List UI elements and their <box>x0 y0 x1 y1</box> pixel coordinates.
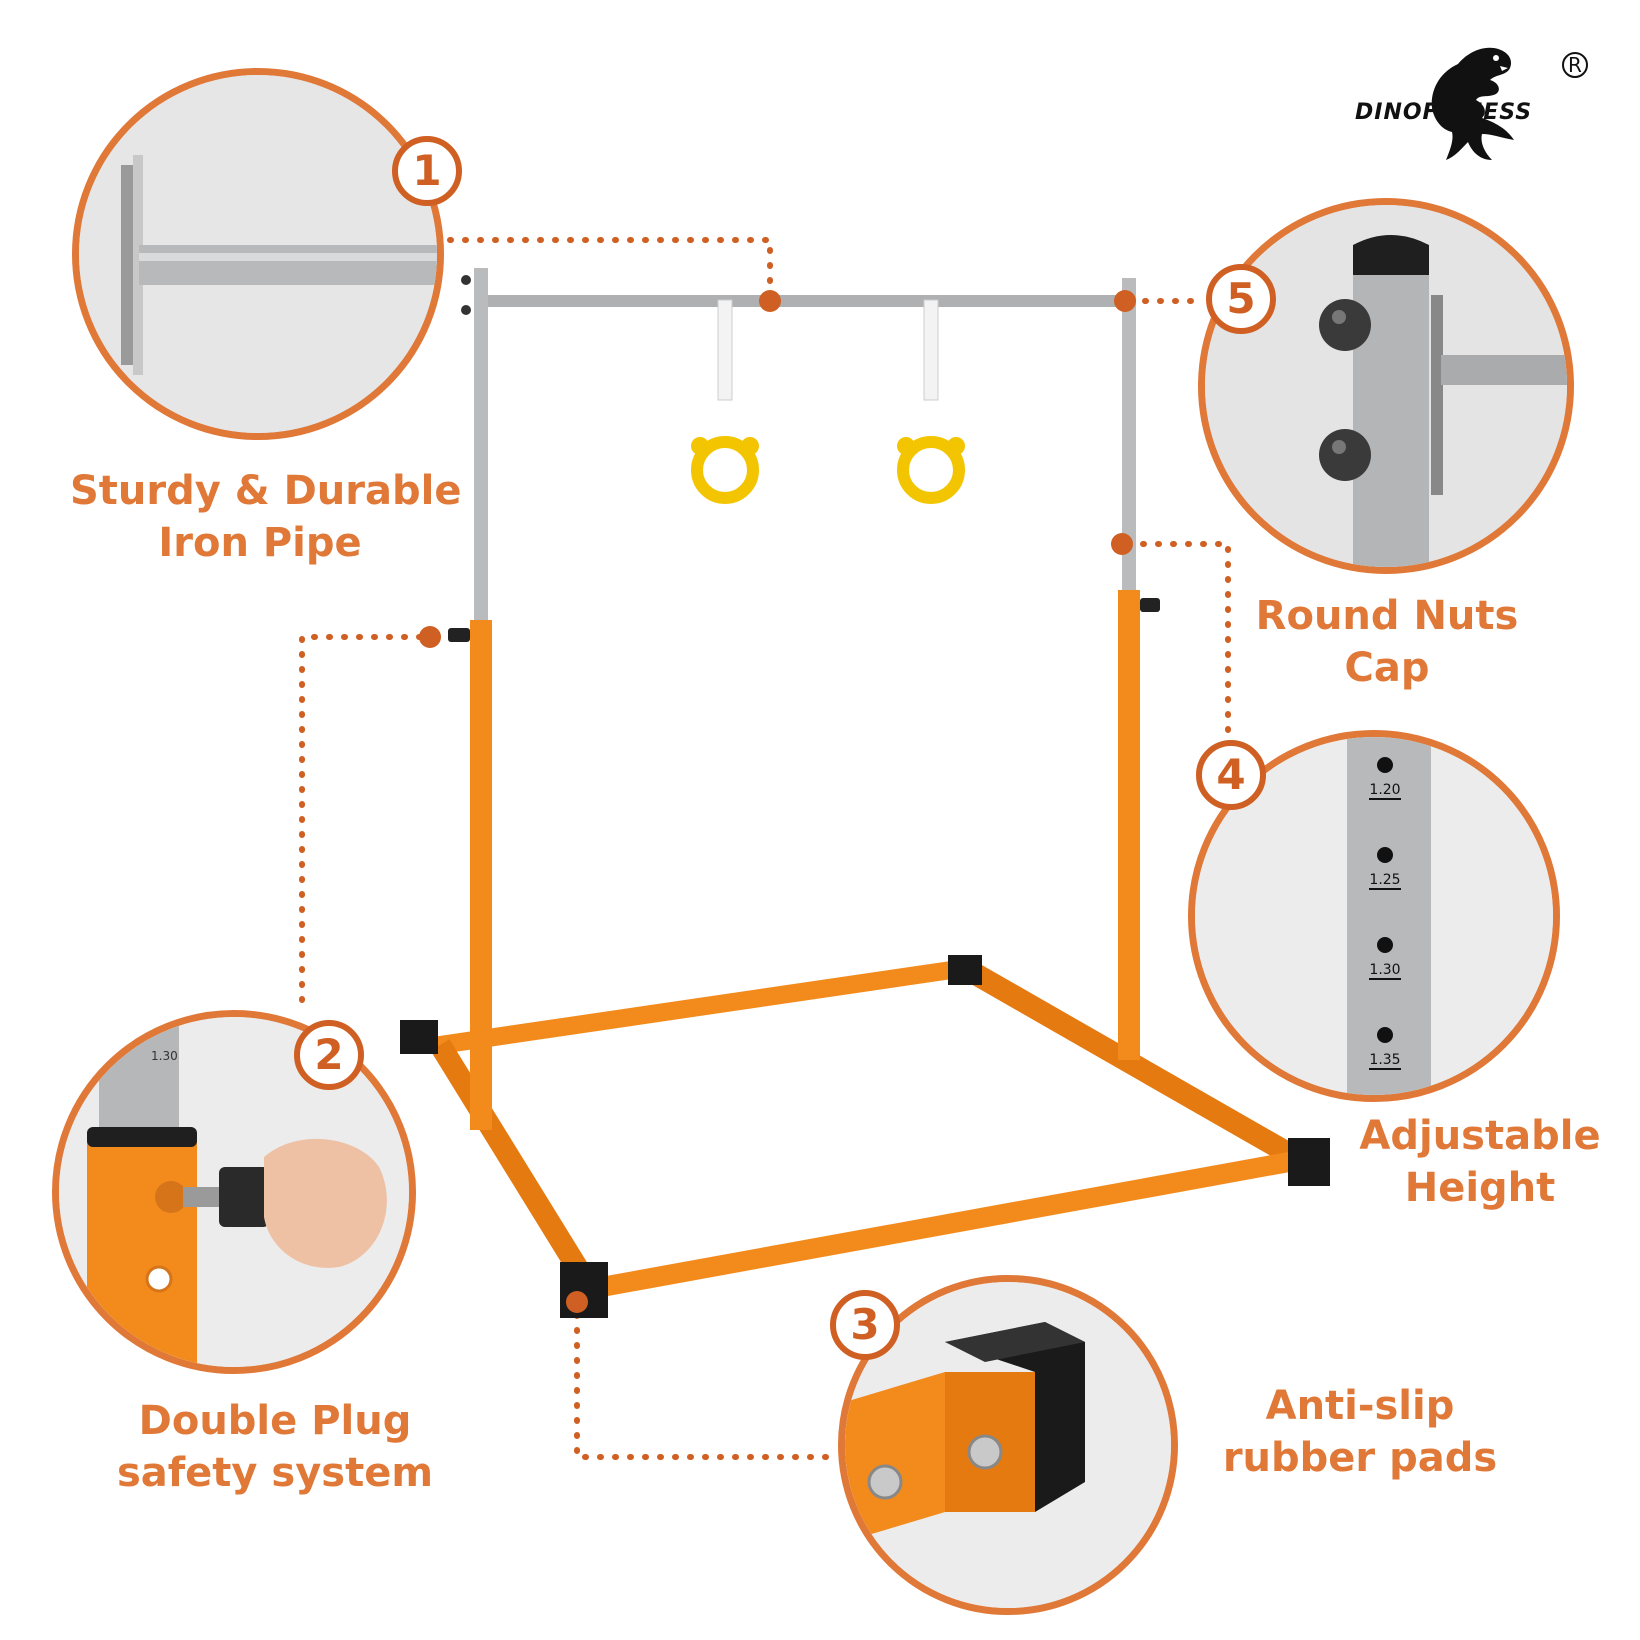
feature-label-line: safety system <box>116 1450 434 1496</box>
leader-lines <box>299 237 1231 1460</box>
feature-label-rubber-pads: Anti-slip rubber pads <box>1190 1380 1530 1484</box>
pipe-closeup-icon <box>79 75 437 433</box>
rubber-pad-closeup-icon <box>845 1282 1171 1608</box>
detail-circle-rubber-pads <box>838 1275 1178 1615</box>
feature-label-line: Adjustable <box>1359 1113 1601 1159</box>
feature-label-line: Sturdy & Durable <box>70 468 462 514</box>
detail-circle-iron-pipe <box>72 68 444 440</box>
feature-label-line: Iron Pipe <box>158 520 362 566</box>
rubber-pad-front-right <box>1288 1138 1330 1186</box>
height-mark: 1.25 <box>1369 872 1401 890</box>
registered-mark: R <box>1562 52 1588 78</box>
round-nuts-closeup-icon <box>1205 205 1567 567</box>
leader-line-2 <box>299 634 433 1003</box>
feature-label-line: Double Plug <box>138 1398 412 1444</box>
gym-rings <box>691 299 965 504</box>
feature-label-line: Cap <box>1344 645 1430 691</box>
ring-right <box>897 436 965 504</box>
leader-dots <box>419 290 1136 1313</box>
height-mark: 1.30 <box>1369 962 1401 980</box>
feature-label-double-plug: Double Plug safety system <box>110 1395 440 1499</box>
feature-number-4: 4 <box>1196 740 1266 810</box>
feature-label-round-nuts: Round Nuts Cap <box>1222 590 1552 694</box>
brand-name: DINOFITNESS <box>1355 100 1533 125</box>
rubber-pad-back-right <box>948 955 982 985</box>
feature-label-iron-pipe: Sturdy & Durable Iron Pipe <box>70 465 462 569</box>
feature-label-line: rubber pads <box>1222 1435 1498 1481</box>
feature-number-3: 3 <box>830 1290 900 1360</box>
detail-circle-double-plug: 1.30 <box>52 1010 416 1374</box>
leader-line-3 <box>574 1297 833 1460</box>
feature-number-2: 2 <box>294 1020 364 1090</box>
detail-circle-round-nuts <box>1198 198 1574 574</box>
feature-label-line: Round Nuts <box>1255 593 1519 639</box>
leader-line-1 <box>447 237 773 303</box>
knob-plug-closeup-icon <box>59 1017 409 1367</box>
height-mark: 1.20 <box>1369 782 1401 800</box>
feature-label-line: Anti-slip <box>1265 1383 1455 1429</box>
uprights <box>448 268 1160 1130</box>
feature-number-1: 1 <box>392 136 462 206</box>
feature-label-adjustable-height: Adjustable Height <box>1330 1110 1630 1214</box>
base-frame <box>400 955 1330 1318</box>
dinosaur-icon <box>1431 47 1514 160</box>
rubber-pad-back-left <box>400 1020 438 1054</box>
feature-label-line: Height <box>1404 1165 1556 1211</box>
knob-scale-mark: 1.30 <box>151 1049 178 1063</box>
height-scale-marks: 1.20 1.25 1.30 1.35 <box>1365 757 1405 1095</box>
leader-line-4 <box>1125 541 1231 733</box>
ring-left <box>691 436 759 504</box>
feature-number-5: 5 <box>1206 264 1276 334</box>
height-mark: 1.35 <box>1369 1052 1401 1070</box>
